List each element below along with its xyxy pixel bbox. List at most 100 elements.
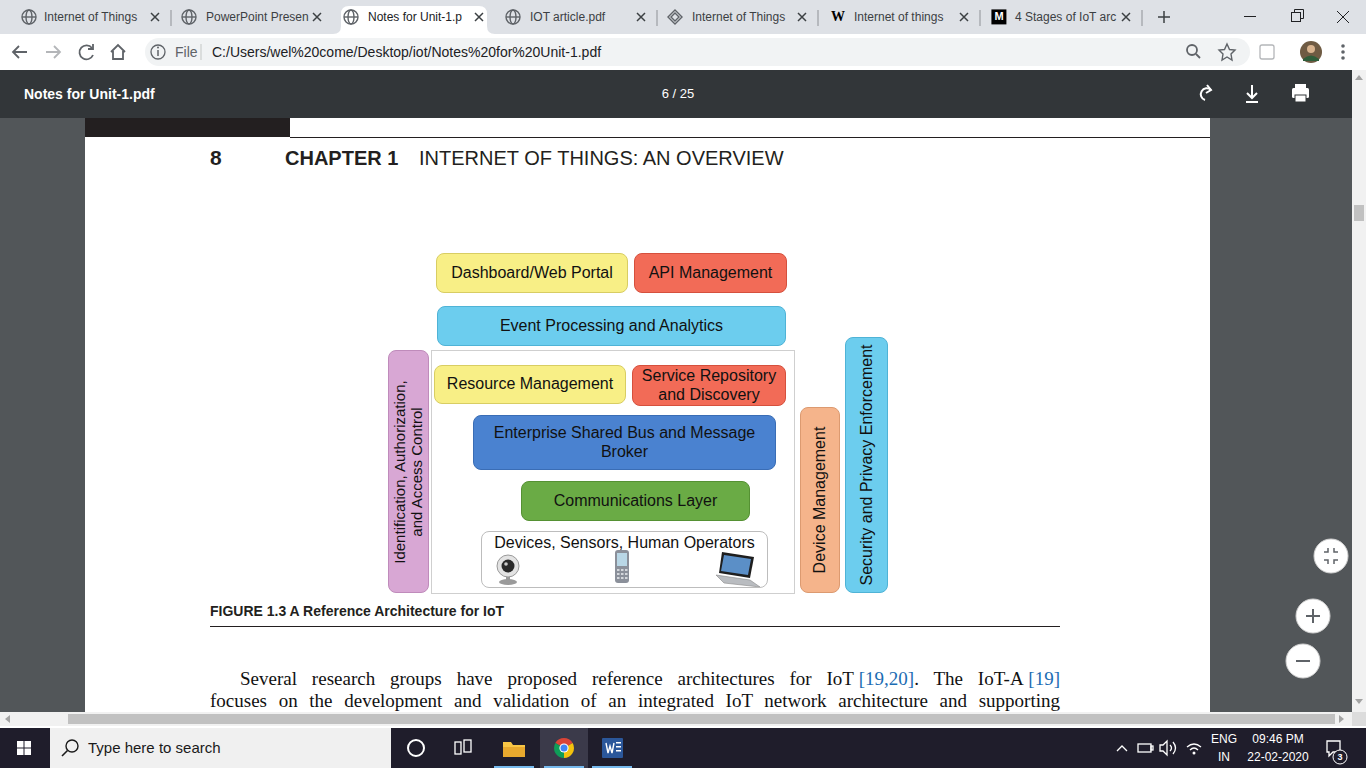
- taskbar: [1160, 741, 1167, 755]
- taskbar: [455, 742, 461, 754]
- layer-label: Event Processing and Analytics: [500, 317, 723, 335]
- figure-caption: FIGURE 1.3 A Reference Architecture for …: [210, 603, 504, 619]
- favicon-letter: M: [991, 9, 1006, 24]
- browser-toolbar: [1303, 56, 1319, 62]
- taskbar: [25, 749, 32, 756]
- taskbar: [540, 728, 588, 768]
- url-scheme: File: [175, 44, 198, 61]
- taskbar: [559, 743, 568, 752]
- browser-toolbar: [46, 46, 60, 58]
- browser-toolbar: [201, 44, 202, 60]
- chapter-label: CHAPTER 1: [285, 146, 398, 170]
- tab-close-icon: [151, 13, 159, 21]
- pdf-toolbar: [1201, 85, 1258, 102]
- body-text: focuses on the development and validatio…: [210, 690, 1060, 713]
- browser-toolbar: [13, 44, 1274, 60]
- tab-strip: [171, 10, 1142, 26]
- device-icons: [497, 550, 760, 587]
- taskbar: [0, 728, 1366, 768]
- tab-strip: [980, 10, 981, 26]
- browser-toolbar: [1187, 45, 1197, 55]
- layer-box: API Management: [634, 253, 787, 293]
- device-icons: [625, 573, 628, 575]
- tab-favicon: [506, 10, 520, 24]
- tab-strip: [1142, 10, 1143, 26]
- layer-box: Enterprise Shared Bus and Message Broker: [473, 415, 776, 470]
- browser-toolbar: [13, 46, 27, 58]
- browser-toolbar: [145, 38, 1250, 66]
- pdf-title: Notes for Unit-1.pdf: [24, 86, 155, 103]
- browser-toolbar: [80, 45, 93, 59]
- body-line: Several research groups have proposed re…: [240, 668, 1060, 691]
- layer-label: Communications Layer: [554, 492, 718, 510]
- device-icons: [716, 575, 760, 587]
- tab-favicon: [506, 16, 520, 17]
- tab-favicon: [182, 16, 196, 17]
- tab-close-icon: [637, 13, 645, 21]
- scrollbar: [0, 712, 1352, 726]
- zoom-buttons: [1324, 548, 1338, 564]
- tray-text: ENG: [1211, 732, 1237, 746]
- taskbar: [66, 740, 78, 752]
- body-text: . The IoT-A: [914, 668, 1023, 689]
- device-icons: [617, 569, 628, 579]
- browser-toolbar: [1219, 44, 1235, 60]
- body-text: Several research groups have proposed re…: [240, 668, 854, 689]
- device-icons: [617, 573, 620, 575]
- layer-label: Device Management: [811, 411, 829, 589]
- taskbar: [606, 743, 614, 753]
- layer-frame: [432, 351, 795, 594]
- device-icons: [625, 577, 628, 579]
- layer-frame: [432, 351, 795, 594]
- browser-toolbar: [1307, 45, 1315, 53]
- scrollbar: [0, 70, 1366, 728]
- layer-box: Dashboard/Web Portal: [436, 253, 628, 293]
- device-icons: [617, 553, 627, 566]
- clock-date: 22-02-2020: [1247, 750, 1308, 764]
- taskbar: [1187, 744, 1201, 750]
- pdf-toolbar: [1206, 85, 1211, 93]
- taskbar: [561, 745, 568, 752]
- taskbar: [0, 728, 1366, 768]
- taskbar: [494, 766, 534, 768]
- tab-title: Internet of things: [854, 10, 943, 24]
- window-controls: [1244, 10, 1349, 24]
- zoom-buttons: [1324, 548, 1338, 564]
- browser-toolbar: [151, 45, 165, 59]
- device-icons: [497, 555, 519, 577]
- taskbar: [464, 740, 471, 752]
- layer-box: Event Processing and Analytics: [437, 306, 786, 346]
- device-icons: [621, 577, 624, 579]
- window-controls: [1337, 11, 1349, 23]
- layer-box: Communications Layer: [521, 481, 750, 521]
- pdf-toolbar: [1295, 84, 1306, 88]
- taskbar: [616, 750, 621, 752]
- pdf-page: [290, 137, 1210, 138]
- tab-title: Internet of Things: [692, 10, 785, 24]
- browser-toolbar: [157, 47, 159, 49]
- vertical-band: Device Management: [800, 407, 840, 593]
- scrollbar: [5, 715, 10, 723]
- browser-toolbar: [111, 45, 125, 59]
- browser-toolbar: [157, 50, 159, 56]
- scrollbar: [0, 726, 1366, 728]
- device-icons: [625, 569, 628, 571]
- tab-close-icon: [1122, 13, 1130, 21]
- taskbar: [1117, 746, 1127, 751]
- taskbar: [408, 740, 424, 756]
- device-box: Devices, Sensors, Human Operators: [481, 531, 768, 588]
- chapter-title: INTERNET OF THINGS: AN OVERVIEW: [419, 146, 784, 170]
- layer-label: Enterprise Shared Bus and Message Broker: [478, 424, 771, 461]
- taskbar: [616, 742, 621, 744]
- browser-toolbar: [1300, 41, 1322, 63]
- tab-favicon: [182, 10, 196, 24]
- browser-toolbar: [0, 34, 1366, 70]
- device-icons: [502, 560, 515, 573]
- tab-strip: [0, 0, 1366, 34]
- taskbar: [25, 741, 32, 748]
- layer-label: Identification, Authorization, and Acces…: [392, 369, 426, 574]
- window-controls: [1292, 13, 1301, 22]
- tab-strip: [657, 10, 658, 26]
- device-icons: [621, 569, 624, 571]
- taskbar: [17, 749, 24, 756]
